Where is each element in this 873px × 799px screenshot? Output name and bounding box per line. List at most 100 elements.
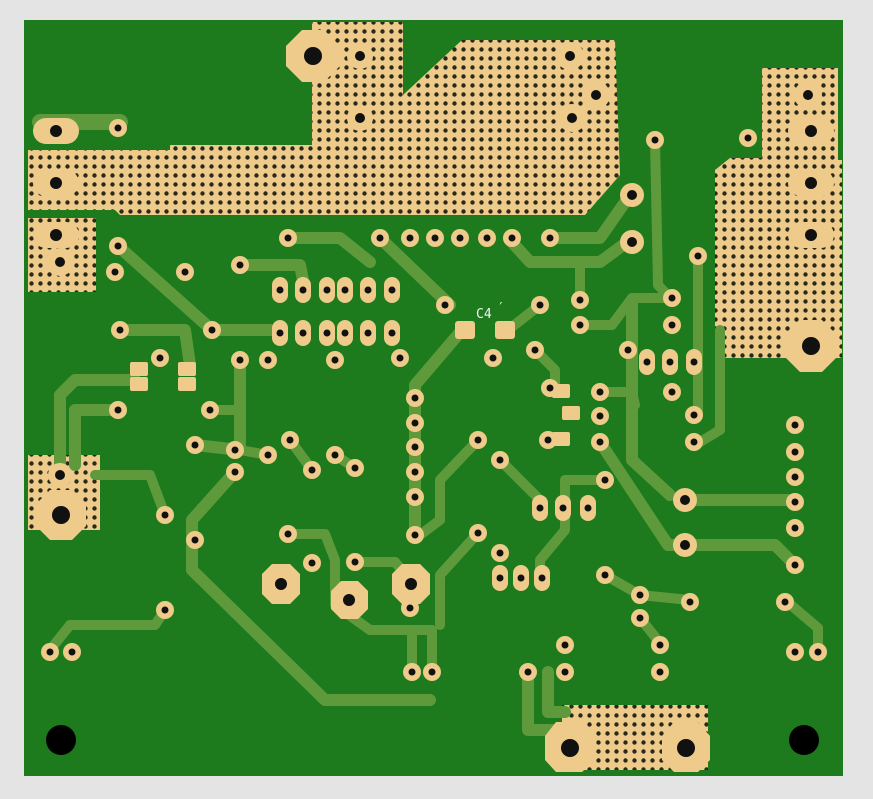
drill-hole	[161, 606, 169, 614]
drill-hole	[308, 466, 316, 474]
drill-hole	[411, 468, 419, 476]
trace	[522, 666, 566, 736]
drill-hole	[643, 358, 651, 366]
drill-hole	[517, 574, 525, 582]
drill-hole	[805, 125, 817, 137]
drill-hole	[651, 136, 659, 144]
drill-hole	[690, 438, 698, 446]
drill-hole	[791, 561, 799, 569]
drill-hole	[264, 356, 272, 364]
drill-hole	[364, 329, 372, 337]
drill-hole	[351, 464, 359, 472]
drill-hole	[680, 540, 690, 550]
silkscreen-label-c4: C4	[476, 307, 492, 322]
drill-hole	[536, 504, 544, 512]
smd-pad	[562, 406, 580, 420]
trace	[695, 325, 725, 447]
drill-hole	[559, 504, 567, 512]
trace	[575, 293, 677, 330]
drill-hole	[538, 574, 546, 582]
drill-hole	[474, 529, 482, 537]
drill-hole	[441, 301, 449, 309]
drill-hole	[264, 451, 272, 459]
drill-hole	[299, 329, 307, 337]
drill-hole	[561, 668, 569, 676]
drill-hole	[111, 268, 119, 276]
drill-hole	[668, 388, 676, 396]
drill-hole	[636, 591, 644, 599]
drill-hole	[627, 190, 637, 200]
drill-hole	[236, 261, 244, 269]
drill-hole	[483, 234, 491, 242]
drill-hole	[596, 438, 604, 446]
smd-pad-c4-left	[455, 321, 475, 339]
drill-hole	[690, 411, 698, 419]
drill-hole	[690, 358, 698, 366]
drill-hole	[355, 51, 365, 61]
drill-hole	[803, 90, 813, 100]
trace	[283, 529, 437, 635]
drill-hole	[680, 495, 690, 505]
smd-pad	[130, 377, 148, 391]
trace	[780, 595, 823, 655]
drill-hole	[656, 641, 664, 649]
drill-hole	[456, 234, 464, 242]
drill-hole	[341, 329, 349, 337]
drill-hole	[677, 739, 695, 757]
trace	[54, 374, 141, 486]
drill-hole	[576, 321, 584, 329]
drill-hole	[364, 286, 372, 294]
smd-pad-c4-right	[495, 321, 515, 339]
drill-hole	[331, 356, 339, 364]
smd-pad	[178, 377, 196, 391]
drill-hole	[791, 498, 799, 506]
smd-pads	[130, 321, 580, 446]
drill-hole	[428, 668, 436, 676]
drill-hole	[791, 421, 799, 429]
drill-hole	[156, 354, 164, 362]
smd-pad	[552, 432, 570, 446]
trace	[374, 232, 456, 311]
drill-hole	[686, 598, 694, 606]
drill-hole	[565, 51, 575, 61]
drill-hole	[388, 286, 396, 294]
drill-hole	[275, 578, 287, 590]
drill-hole	[596, 388, 604, 396]
drill-hole	[489, 354, 497, 362]
drill-hole	[474, 436, 482, 444]
drill-hole	[406, 234, 414, 242]
drill-hole	[286, 436, 294, 444]
drill-hole	[331, 451, 339, 459]
trace	[504, 234, 636, 268]
drill-hole	[114, 406, 122, 414]
silkscreen-label-c4-mark: ′	[497, 301, 505, 316]
drill-hole	[299, 286, 307, 294]
drill-hole	[55, 470, 65, 480]
trace	[409, 324, 468, 536]
drill-hole	[116, 326, 124, 334]
drill-hole	[181, 268, 189, 276]
copper-pours	[28, 22, 842, 770]
drill-hole	[544, 436, 552, 444]
drill-hole	[343, 594, 355, 606]
trace	[435, 528, 483, 630]
drill-hole	[805, 177, 817, 189]
smd-pad	[552, 384, 570, 398]
drill-hole	[191, 536, 199, 544]
drill-hole	[666, 358, 674, 366]
drill-hole	[576, 296, 584, 304]
drill-hole	[802, 337, 820, 355]
drill-hole	[55, 257, 65, 267]
mounting-hole-left	[46, 725, 76, 755]
drill-hole	[376, 234, 384, 242]
trace	[415, 435, 483, 540]
drill-hole	[536, 301, 544, 309]
drill-hole	[304, 47, 322, 65]
drill-hole	[431, 234, 439, 242]
drill-hole	[50, 125, 62, 137]
drill-hole	[341, 286, 349, 294]
drill-hole	[52, 506, 70, 524]
drill-hole	[161, 511, 169, 519]
